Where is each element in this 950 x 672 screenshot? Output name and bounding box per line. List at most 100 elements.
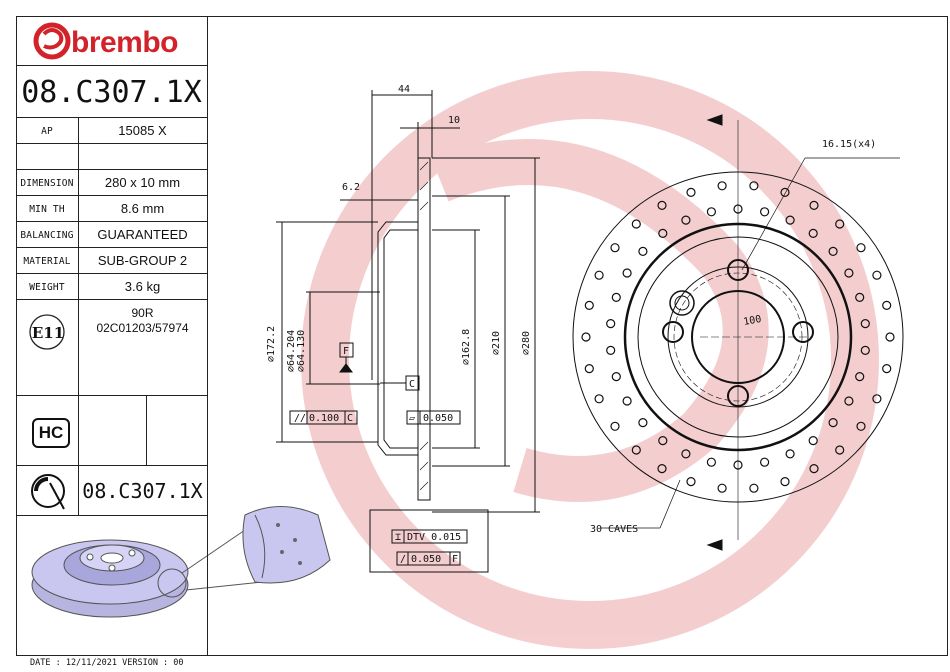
cross-section-view	[276, 90, 540, 573]
drilled-hole	[622, 396, 632, 406]
spec-value: SUB-GROUP 2	[97, 253, 188, 268]
drilled-hole	[749, 181, 759, 191]
bottom-part-number: 08.C307.1X	[82, 479, 203, 503]
logo-row	[16, 16, 207, 66]
datum-c-label: C	[409, 379, 415, 390]
drilled-hole	[584, 364, 594, 374]
drilled-hole	[809, 200, 819, 210]
drilled-hole	[717, 483, 727, 493]
runout-tolerance: 0.050	[411, 554, 441, 565]
drilled-hole	[855, 372, 865, 382]
drilled-hole	[828, 418, 838, 428]
drilled-hole	[882, 364, 892, 374]
drilled-hole	[584, 300, 594, 310]
disc-wear-icon	[31, 474, 65, 510]
drilled-hole	[835, 445, 845, 455]
drilled-hole	[611, 292, 621, 302]
hc-row: HC	[16, 396, 207, 466]
drilled-hole	[706, 207, 717, 217]
spec-row-dimension: DIMENSION 280 x 10 mm	[16, 170, 207, 196]
drilled-hole	[681, 215, 691, 225]
spec-label: MATERIAL	[23, 256, 71, 267]
drilled-holes	[581, 181, 895, 493]
bolt-holes-label: 16.15(x4)	[822, 139, 876, 150]
drilled-hole	[835, 219, 845, 229]
drilled-hole	[606, 319, 616, 329]
drilled-hole	[658, 228, 668, 238]
drilled-hole	[856, 421, 866, 431]
drilled-hole	[872, 394, 882, 404]
drawing-frame	[16, 16, 948, 656]
drilled-hole	[860, 345, 870, 355]
dim-offset: 6.2	[342, 182, 360, 193]
brand-name: brembo	[71, 26, 179, 59]
dtv-symbol: ⌶	[395, 532, 401, 543]
spec-label: DIMENSION	[20, 178, 74, 189]
drilled-hole	[631, 445, 641, 455]
drilled-hole	[717, 181, 727, 191]
drilled-hole	[606, 345, 616, 355]
drilled-hole	[885, 332, 895, 342]
footer-date-version: DATE : 12/11/2021 VERSION : 00	[30, 658, 184, 668]
datum-f-label: F	[343, 346, 349, 357]
dim-diameter-162: ⌀162.8	[461, 329, 472, 365]
drilled-hole	[828, 246, 838, 256]
spec-label: WEIGHT	[29, 282, 65, 293]
spec-row-weight: WEIGHT 3.6 kg	[16, 274, 207, 300]
caves-label: 30 CAVES	[590, 524, 638, 535]
drilled-hole	[638, 418, 648, 428]
spec-value: 3.6 kg	[124, 279, 161, 294]
spec-value: 280 x 10 mm	[104, 175, 181, 190]
pcd-label: 100	[743, 314, 763, 328]
runout-symbol: /	[400, 554, 406, 565]
dim-thickness: 10	[448, 115, 460, 126]
flatness-symbol: ▱	[409, 413, 415, 424]
drilled-hole	[611, 372, 621, 382]
homologation-row: E11 90R 02C01203/57974	[16, 300, 207, 396]
front-view	[572, 114, 904, 551]
drilled-hole	[631, 219, 641, 229]
parallel-tolerance: 0.100	[309, 413, 339, 424]
drilled-hole	[594, 394, 604, 404]
drilled-hole	[686, 477, 696, 487]
part-number-row: 08.C307.1X	[16, 66, 207, 118]
drilled-hole	[780, 187, 790, 197]
dtv-tolerance: DTV 0.015	[407, 532, 461, 543]
drilled-hole	[872, 270, 882, 280]
drilled-hole	[882, 300, 892, 310]
brembo-logo-icon	[33, 22, 71, 60]
e11-mark-icon	[29, 314, 65, 350]
hc-badge-icon: HC	[32, 418, 70, 448]
drilled-hole	[844, 268, 854, 278]
drilled-hole	[785, 215, 795, 225]
dim-width: 44	[398, 84, 410, 95]
drilled-hole	[681, 449, 691, 459]
e11-mark: E11	[31, 324, 65, 342]
runout-reference: F	[452, 554, 458, 565]
disc-3d-illustration	[31, 506, 331, 618]
drilled-hole	[657, 464, 667, 474]
dim-diameter-172: ⌀172.2	[266, 326, 277, 362]
drilled-hole	[809, 464, 819, 474]
dim-diameter-64130: ⌀64.130	[296, 330, 307, 372]
spec-label: MIN TH	[29, 204, 65, 215]
drilled-hole	[785, 449, 795, 459]
drilled-hole	[759, 457, 770, 467]
spec-row-min-th: MIN TH 8.6 mm	[16, 196, 207, 222]
drilled-hole	[657, 200, 667, 210]
drilled-hole	[733, 460, 743, 470]
drilled-hole	[808, 228, 818, 238]
drilled-hole	[706, 457, 717, 467]
spec-row-balancing: BALANCING GUARANTEED	[16, 222, 207, 248]
spec-row-material: MATERIAL SUB-GROUP 2	[16, 248, 207, 274]
bottom-part-row: 08.C307.1X	[16, 466, 207, 516]
parallel-reference: C	[347, 413, 353, 424]
flatness-tolerance: 0.050	[423, 413, 453, 424]
dim-diameter-280: ⌀280	[521, 331, 532, 355]
drilled-hole	[638, 246, 648, 256]
drilled-hole	[686, 187, 696, 197]
drilled-hole	[610, 243, 620, 253]
drilled-hole	[856, 243, 866, 253]
spec-row-ap: AP 15085 X	[16, 118, 207, 144]
